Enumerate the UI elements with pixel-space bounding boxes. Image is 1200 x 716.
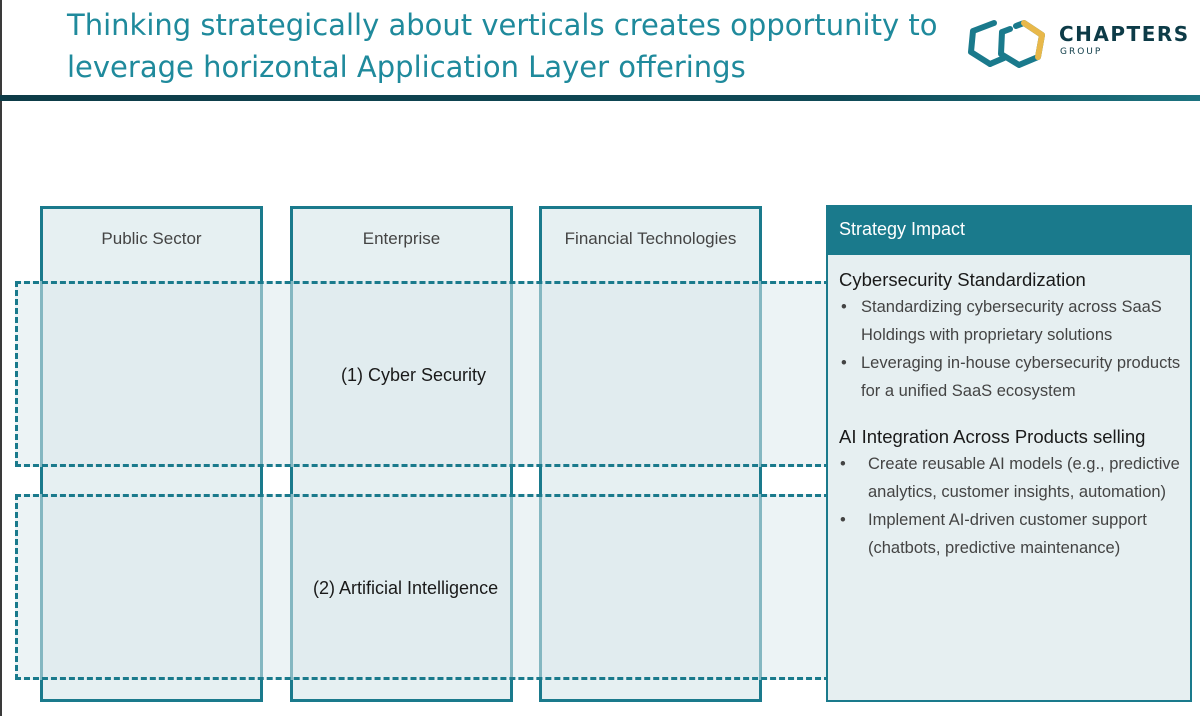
header-divider (0, 95, 1200, 101)
slide-title-line-1: Thinking strategically about verticals c… (67, 8, 938, 42)
vertical-label: Public Sector (101, 229, 202, 248)
impact-section-title: AI Integration Across Products selling (839, 426, 1146, 447)
bullet-marker: • (840, 511, 846, 529)
strategy-impact-panel: Strategy Impact Cybersecurity Standardiz… (826, 205, 1192, 702)
vertical-label: Financial Technologies (564, 229, 737, 248)
horizontal-band-cyber-security: (1) Cyber Security (15, 281, 830, 467)
horizontal-band-artificial-intelligence: (2) Artificial Intelligence (15, 494, 830, 680)
slide-left-border (0, 0, 2, 716)
slide-title-line-2: leverage horizontal Application Layer of… (67, 50, 746, 84)
impact-list-item: • Implement AI-driven customer support (… (839, 506, 1182, 562)
vertical-label: Enterprise (362, 229, 441, 248)
logo-subtitle: GROUP (1060, 47, 1103, 57)
impact-item-text: Standardizing cybersecurity across SaaS … (861, 298, 1162, 344)
chapters-group-logo: CHAPTERS GROUP (966, 14, 1192, 72)
impact-item-text: Leveraging in-house cybersecurity produc… (861, 354, 1181, 400)
horizontal-label: (1) Cyber Security (341, 365, 487, 385)
strategy-impact-header: Strategy Impact (828, 207, 1190, 255)
impact-list: • Standardizing cybersecurity across Saa… (839, 293, 1182, 405)
bullet-marker: • (840, 455, 846, 473)
impact-section-title: Cybersecurity Standardization (839, 269, 1086, 290)
chapters-hexagon-icon (968, 20, 1045, 68)
impact-item-text: Create reusable AI models (e.g., predict… (868, 455, 1180, 501)
impact-list-item: • Standardizing cybersecurity across Saa… (839, 293, 1182, 349)
impact-list: • Create reusable AI models (e.g., predi… (839, 450, 1182, 562)
horizontal-label: (2) Artificial Intelligence (313, 578, 499, 598)
impact-item-text: Implement AI-driven customer support (ch… (868, 511, 1147, 557)
bullet-marker: • (841, 298, 847, 316)
bullet-marker: • (841, 354, 847, 372)
impact-list-item: • Create reusable AI models (e.g., predi… (839, 450, 1182, 506)
impact-section-cybersecurity: Cybersecurity Standardization • Standard… (828, 267, 1190, 405)
slide-title: Thinking strategically about verticals c… (67, 4, 947, 88)
impact-list-item: • Leveraging in-house cybersecurity prod… (839, 349, 1182, 405)
logo-wordmark: CHAPTERS (1059, 22, 1190, 46)
impact-section-ai-integration: AI Integration Across Products selling •… (828, 424, 1190, 562)
